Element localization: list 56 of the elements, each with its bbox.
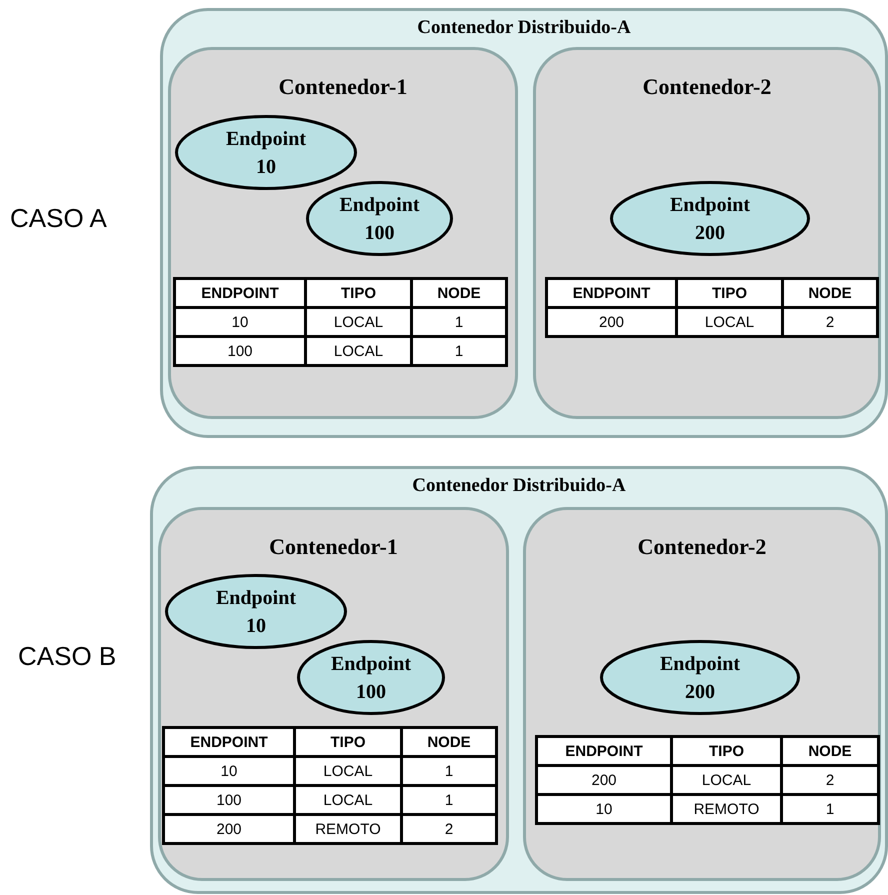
- table-cell: LOCAL: [307, 338, 410, 364]
- table-cell: LOCAL: [678, 309, 781, 335]
- column-header: TIPO: [296, 729, 400, 755]
- table-cell: LOCAL: [673, 767, 780, 793]
- table-cell: LOCAL: [296, 758, 400, 784]
- table-cell: REMOTO: [296, 816, 400, 842]
- column-header: ENDPOINT: [548, 280, 675, 306]
- table-cell: 10: [538, 796, 670, 822]
- table-cell: LOCAL: [307, 309, 410, 335]
- container-title: Contenedor-2: [642, 74, 772, 99]
- endpoint-ellipse: [297, 640, 445, 715]
- table-cell: 100: [176, 338, 304, 364]
- endpoint-label: Endpoint 200: [658, 652, 742, 704]
- endpoint-label: Endpoint 10: [214, 586, 298, 638]
- endpoint-ellipse: [175, 115, 357, 190]
- table-cell: LOCAL: [296, 787, 400, 813]
- table-cell: 2: [784, 309, 876, 335]
- table-cell: 200: [538, 767, 670, 793]
- case-label: CASO A: [10, 203, 107, 234]
- table-cell: 10: [165, 758, 293, 784]
- column-header: NODE: [783, 738, 877, 764]
- column-header: NODE: [784, 280, 876, 306]
- endpoint-label: Endpoint 10: [224, 126, 308, 180]
- container-title: Contenedor-1: [269, 534, 398, 559]
- column-header: ENDPOINT: [176, 280, 304, 306]
- table-cell: 1: [403, 787, 495, 813]
- table-cell: 200: [548, 309, 675, 335]
- table-cell: 1: [413, 338, 505, 364]
- column-header: TIPO: [307, 280, 410, 306]
- table-cell: REMOTO: [673, 796, 780, 822]
- table-cell: 1: [783, 796, 877, 822]
- column-header: ENDPOINT: [538, 738, 670, 764]
- column-header: NODE: [403, 729, 495, 755]
- column-header: TIPO: [673, 738, 780, 764]
- endpoint-label: Endpoint 100: [330, 652, 412, 704]
- table-cell: 2: [403, 816, 495, 842]
- container-title: Contenedor Distribuido-A: [412, 475, 626, 496]
- table-cell: 1: [403, 758, 495, 784]
- container-title: Contenedor-2: [638, 534, 766, 559]
- endpoint-label: Endpoint 100: [338, 192, 421, 246]
- endpoint-label: Endpoint 200: [668, 192, 752, 246]
- case-label: CASO B: [18, 641, 116, 672]
- container-title: Contenedor-1: [278, 74, 408, 99]
- table-cell: 200: [165, 816, 293, 842]
- endpoint-ellipse: [306, 181, 453, 256]
- column-header: TIPO: [678, 280, 781, 306]
- endpoint-ellipse: [610, 181, 810, 256]
- table-cell: 2: [783, 767, 877, 793]
- table-cell: 1: [413, 309, 505, 335]
- column-header: NODE: [413, 280, 505, 306]
- container-title: Contenedor Distribuido-A: [417, 17, 631, 38]
- table-cell: 10: [176, 309, 304, 335]
- endpoint-ellipse: [600, 640, 800, 715]
- endpoint-ellipse: [165, 574, 347, 649]
- table-cell: 100: [165, 787, 293, 813]
- column-header: ENDPOINT: [165, 729, 293, 755]
